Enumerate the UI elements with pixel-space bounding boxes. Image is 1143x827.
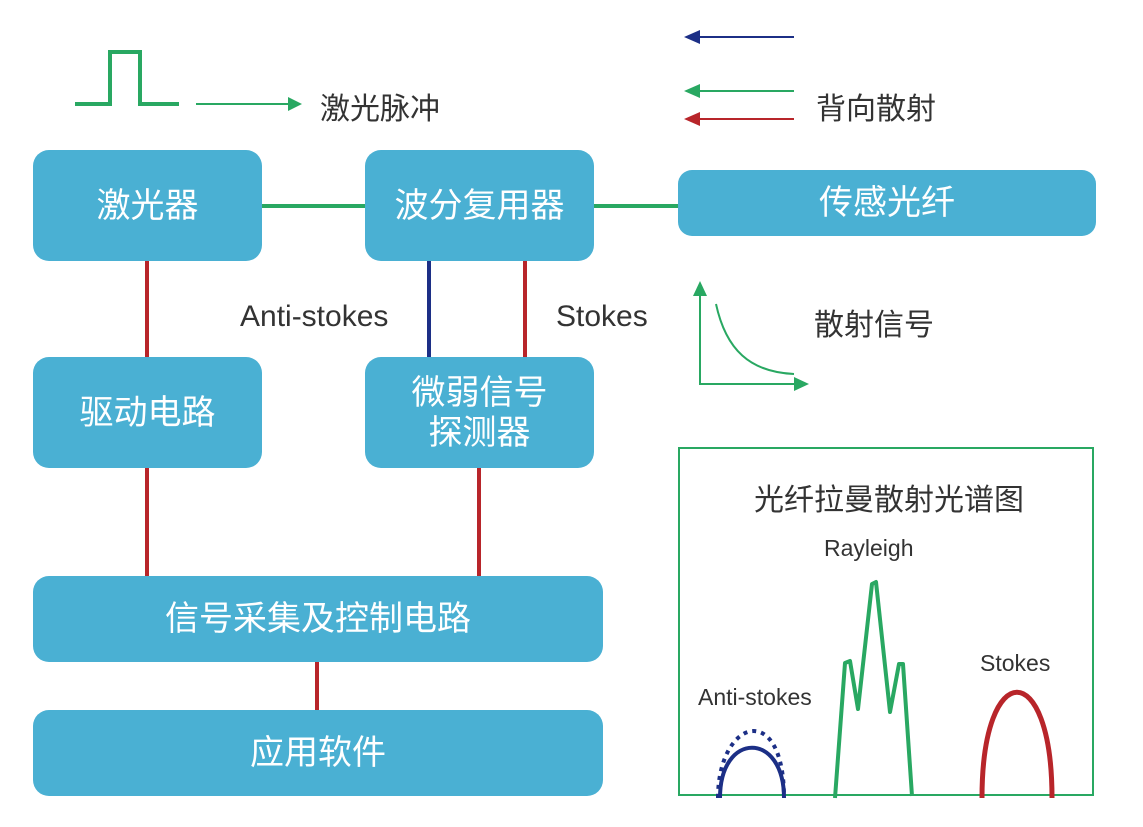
fiber-block-label: 传感光纤 xyxy=(819,183,955,223)
detector-block: 微弱信号 探测器 xyxy=(365,357,594,468)
acquisition-block-label: 信号采集及控制电路 xyxy=(165,599,471,639)
arrow-left-icon xyxy=(684,84,794,98)
software-block: 应用软件 xyxy=(33,710,603,796)
stokes-peak xyxy=(979,690,1055,799)
link-acquisition-software xyxy=(315,660,319,712)
link-wdm-fiber xyxy=(594,204,680,208)
detector-block-label-line1: 微弱信号 xyxy=(411,372,548,413)
arrow-left-icon xyxy=(684,30,794,44)
link-laser-wdm xyxy=(262,204,366,208)
pulse-waveform-icon xyxy=(75,50,179,106)
wdm-block-label: 波分复用器 xyxy=(394,185,565,226)
link-anti-stokes xyxy=(427,260,431,360)
driver-block-label: 驱动电路 xyxy=(79,392,216,433)
software-block-label: 应用软件 xyxy=(250,733,386,773)
detector-block-label-line2: 探测器 xyxy=(428,412,531,453)
anti-stokes-link-label: Anti-stokes xyxy=(240,300,389,333)
link-stokes xyxy=(523,260,527,360)
raman-spectrum-panel: 光纤拉曼散射光谱图 Rayleigh Stokes Anti-stokes xyxy=(678,447,1094,799)
link-detector-acquisition xyxy=(477,467,481,579)
spectrum-curves xyxy=(716,580,1055,799)
stokes-link-label: Stokes xyxy=(556,300,648,333)
rayleigh-label: Rayleigh xyxy=(824,535,914,561)
laser-block: 激光器 xyxy=(33,150,262,261)
scatter-signal-label: 散射信号 xyxy=(814,308,934,343)
wdm-block: 波分复用器 xyxy=(365,150,594,261)
stokes-peak-label: Stokes xyxy=(980,650,1051,676)
arrow-right-icon xyxy=(196,97,302,111)
laser-block-label: 激光器 xyxy=(96,185,199,226)
link-driver-acquisition xyxy=(145,467,149,579)
decay-curve-icon xyxy=(693,281,809,391)
link-laser-driver xyxy=(145,260,149,360)
driver-block: 驱动电路 xyxy=(33,357,262,468)
anti-stokes-peak xyxy=(718,745,786,799)
arrow-left-icon xyxy=(684,112,794,126)
rayleigh-peak xyxy=(833,580,914,799)
backscatter-label: 背向散射 xyxy=(816,92,936,127)
anti-stokes-peak-label: Anti-stokes xyxy=(698,684,812,710)
fiber-block: 传感光纤 xyxy=(678,170,1096,236)
spectrum-title: 光纤拉曼散射光谱图 xyxy=(754,483,1024,518)
laser-pulse-label: 激光脉冲 xyxy=(320,92,440,127)
acquisition-block: 信号采集及控制电路 xyxy=(33,576,603,662)
